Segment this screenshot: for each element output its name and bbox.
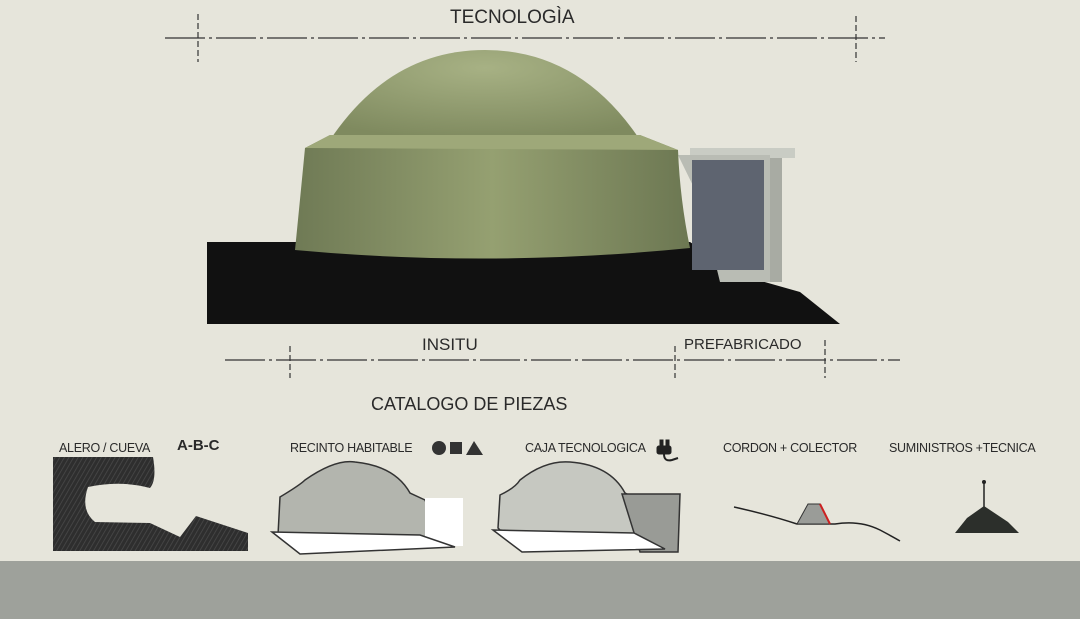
abc-label: A-B-C: [177, 437, 220, 454]
catalog-title: CATALOGO DE PIEZAS: [371, 394, 568, 414]
recinto-habitable-piece: [269, 460, 463, 555]
tecnologia-dimension-line: [165, 14, 885, 62]
catalog-item-caja-tecnologica: CAJA TECNOLOGICA: [525, 441, 646, 455]
catalog-item-cordon-colector: CORDON + COLECTOR: [723, 441, 857, 455]
circle-shape-icon: [432, 441, 446, 455]
plug-icon: [656, 439, 679, 462]
catalog-item-alero-cueva: ALERO / CUEVA: [59, 441, 151, 455]
caja-tecnologica-piece: [490, 461, 681, 553]
cordon-colector-piece: [733, 503, 901, 542]
suministros-tecnica-piece: [955, 480, 1019, 533]
alero-cueva-piece: [53, 457, 248, 551]
footer-bar: [0, 561, 1080, 619]
catalog-item-suministros-tecnica: SUMINISTROS +TECNICA: [889, 441, 1036, 455]
tecnologia-title: TECNOLOGÌA: [450, 7, 575, 28]
insitu-label: INSITU: [422, 335, 478, 354]
insitu-prefabricado-dimension-line: [225, 340, 900, 378]
prefabricado-label: PREFABRICADO: [684, 336, 802, 353]
triangle-shape-icon: [466, 441, 483, 455]
dome-building: [207, 50, 840, 324]
catalog-item-recinto-habitable: RECINTO HABITABLE: [290, 441, 413, 455]
square-shape-icon: [450, 442, 462, 454]
